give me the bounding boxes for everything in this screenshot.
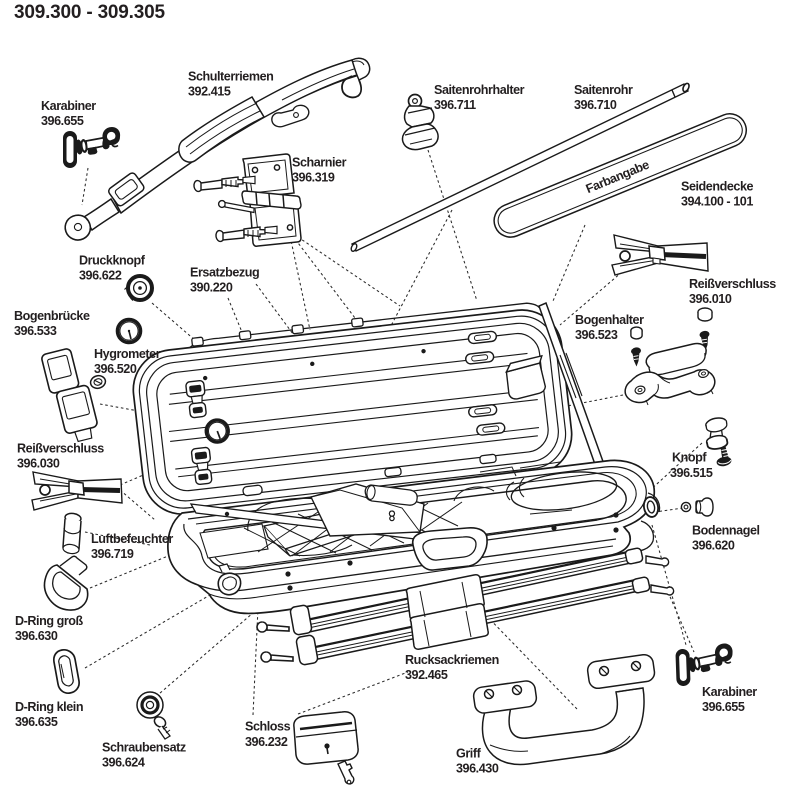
svg-text:390.220: 390.220 bbox=[190, 281, 233, 295]
svg-text:Bodennagel: Bodennagel bbox=[692, 524, 760, 538]
svg-text:396.430: 396.430 bbox=[456, 762, 499, 776]
svg-text:392.415: 392.415 bbox=[188, 85, 231, 99]
svg-text:Griff: Griff bbox=[456, 747, 482, 761]
svg-text:396.232: 396.232 bbox=[245, 735, 288, 749]
svg-text:392.465: 392.465 bbox=[405, 668, 448, 682]
svg-text:D-Ring klein: D-Ring klein bbox=[15, 700, 83, 714]
svg-text:Saitenrohrhalter: Saitenrohrhalter bbox=[434, 83, 525, 97]
svg-text:394.100 - 101: 394.100 - 101 bbox=[681, 195, 753, 209]
svg-text:Bogenhalter: Bogenhalter bbox=[575, 313, 644, 327]
svg-text:Schulterriemen: Schulterriemen bbox=[188, 70, 273, 84]
svg-text:309.300 - 309.305: 309.300 - 309.305 bbox=[14, 2, 165, 23]
svg-text:396.624: 396.624 bbox=[102, 756, 145, 770]
svg-text:Karabiner: Karabiner bbox=[41, 99, 96, 113]
svg-text:396.010: 396.010 bbox=[689, 292, 732, 306]
svg-text:396.711: 396.711 bbox=[434, 98, 476, 112]
svg-text:Reißverschluss: Reißverschluss bbox=[689, 277, 776, 291]
svg-text:Reißverschluss: Reißverschluss bbox=[17, 442, 104, 456]
svg-text:396.620: 396.620 bbox=[692, 539, 735, 553]
svg-text:Hygrometer: Hygrometer bbox=[94, 347, 161, 361]
svg-text:396.319: 396.319 bbox=[292, 171, 335, 185]
svg-text:Schraubensatz: Schraubensatz bbox=[102, 741, 186, 755]
svg-text:Ersatzbezug: Ersatzbezug bbox=[190, 266, 259, 280]
svg-text:Luftbefeuchter: Luftbefeuchter bbox=[91, 532, 173, 546]
svg-text:Karabiner: Karabiner bbox=[702, 685, 757, 699]
svg-text:Bogenbrücke: Bogenbrücke bbox=[14, 309, 90, 323]
svg-text:396.655: 396.655 bbox=[702, 700, 745, 714]
svg-text:396.710: 396.710 bbox=[574, 98, 617, 112]
svg-text:396.533: 396.533 bbox=[14, 324, 57, 338]
svg-text:396.655: 396.655 bbox=[41, 114, 84, 128]
svg-text:396.515: 396.515 bbox=[670, 466, 713, 480]
svg-text:Saitenrohr: Saitenrohr bbox=[574, 83, 633, 97]
svg-text:Schloss: Schloss bbox=[245, 720, 291, 734]
svg-text:396.719: 396.719 bbox=[91, 547, 134, 561]
svg-text:Rucksackriemen: Rucksackriemen bbox=[405, 653, 499, 667]
svg-text:D-Ring groß: D-Ring groß bbox=[15, 614, 84, 628]
svg-text:396.630: 396.630 bbox=[15, 629, 58, 643]
svg-text:Seidendecke: Seidendecke bbox=[681, 180, 753, 194]
svg-text:Knopf: Knopf bbox=[672, 451, 707, 465]
svg-text:396.523: 396.523 bbox=[575, 328, 618, 342]
svg-text:396.520: 396.520 bbox=[94, 362, 137, 376]
svg-text:Scharnier: Scharnier bbox=[292, 156, 347, 170]
svg-text:396.635: 396.635 bbox=[15, 715, 58, 729]
svg-text:396.030: 396.030 bbox=[17, 457, 60, 471]
svg-text:Druckknopf: Druckknopf bbox=[79, 254, 146, 268]
svg-text:396.622: 396.622 bbox=[79, 269, 122, 283]
